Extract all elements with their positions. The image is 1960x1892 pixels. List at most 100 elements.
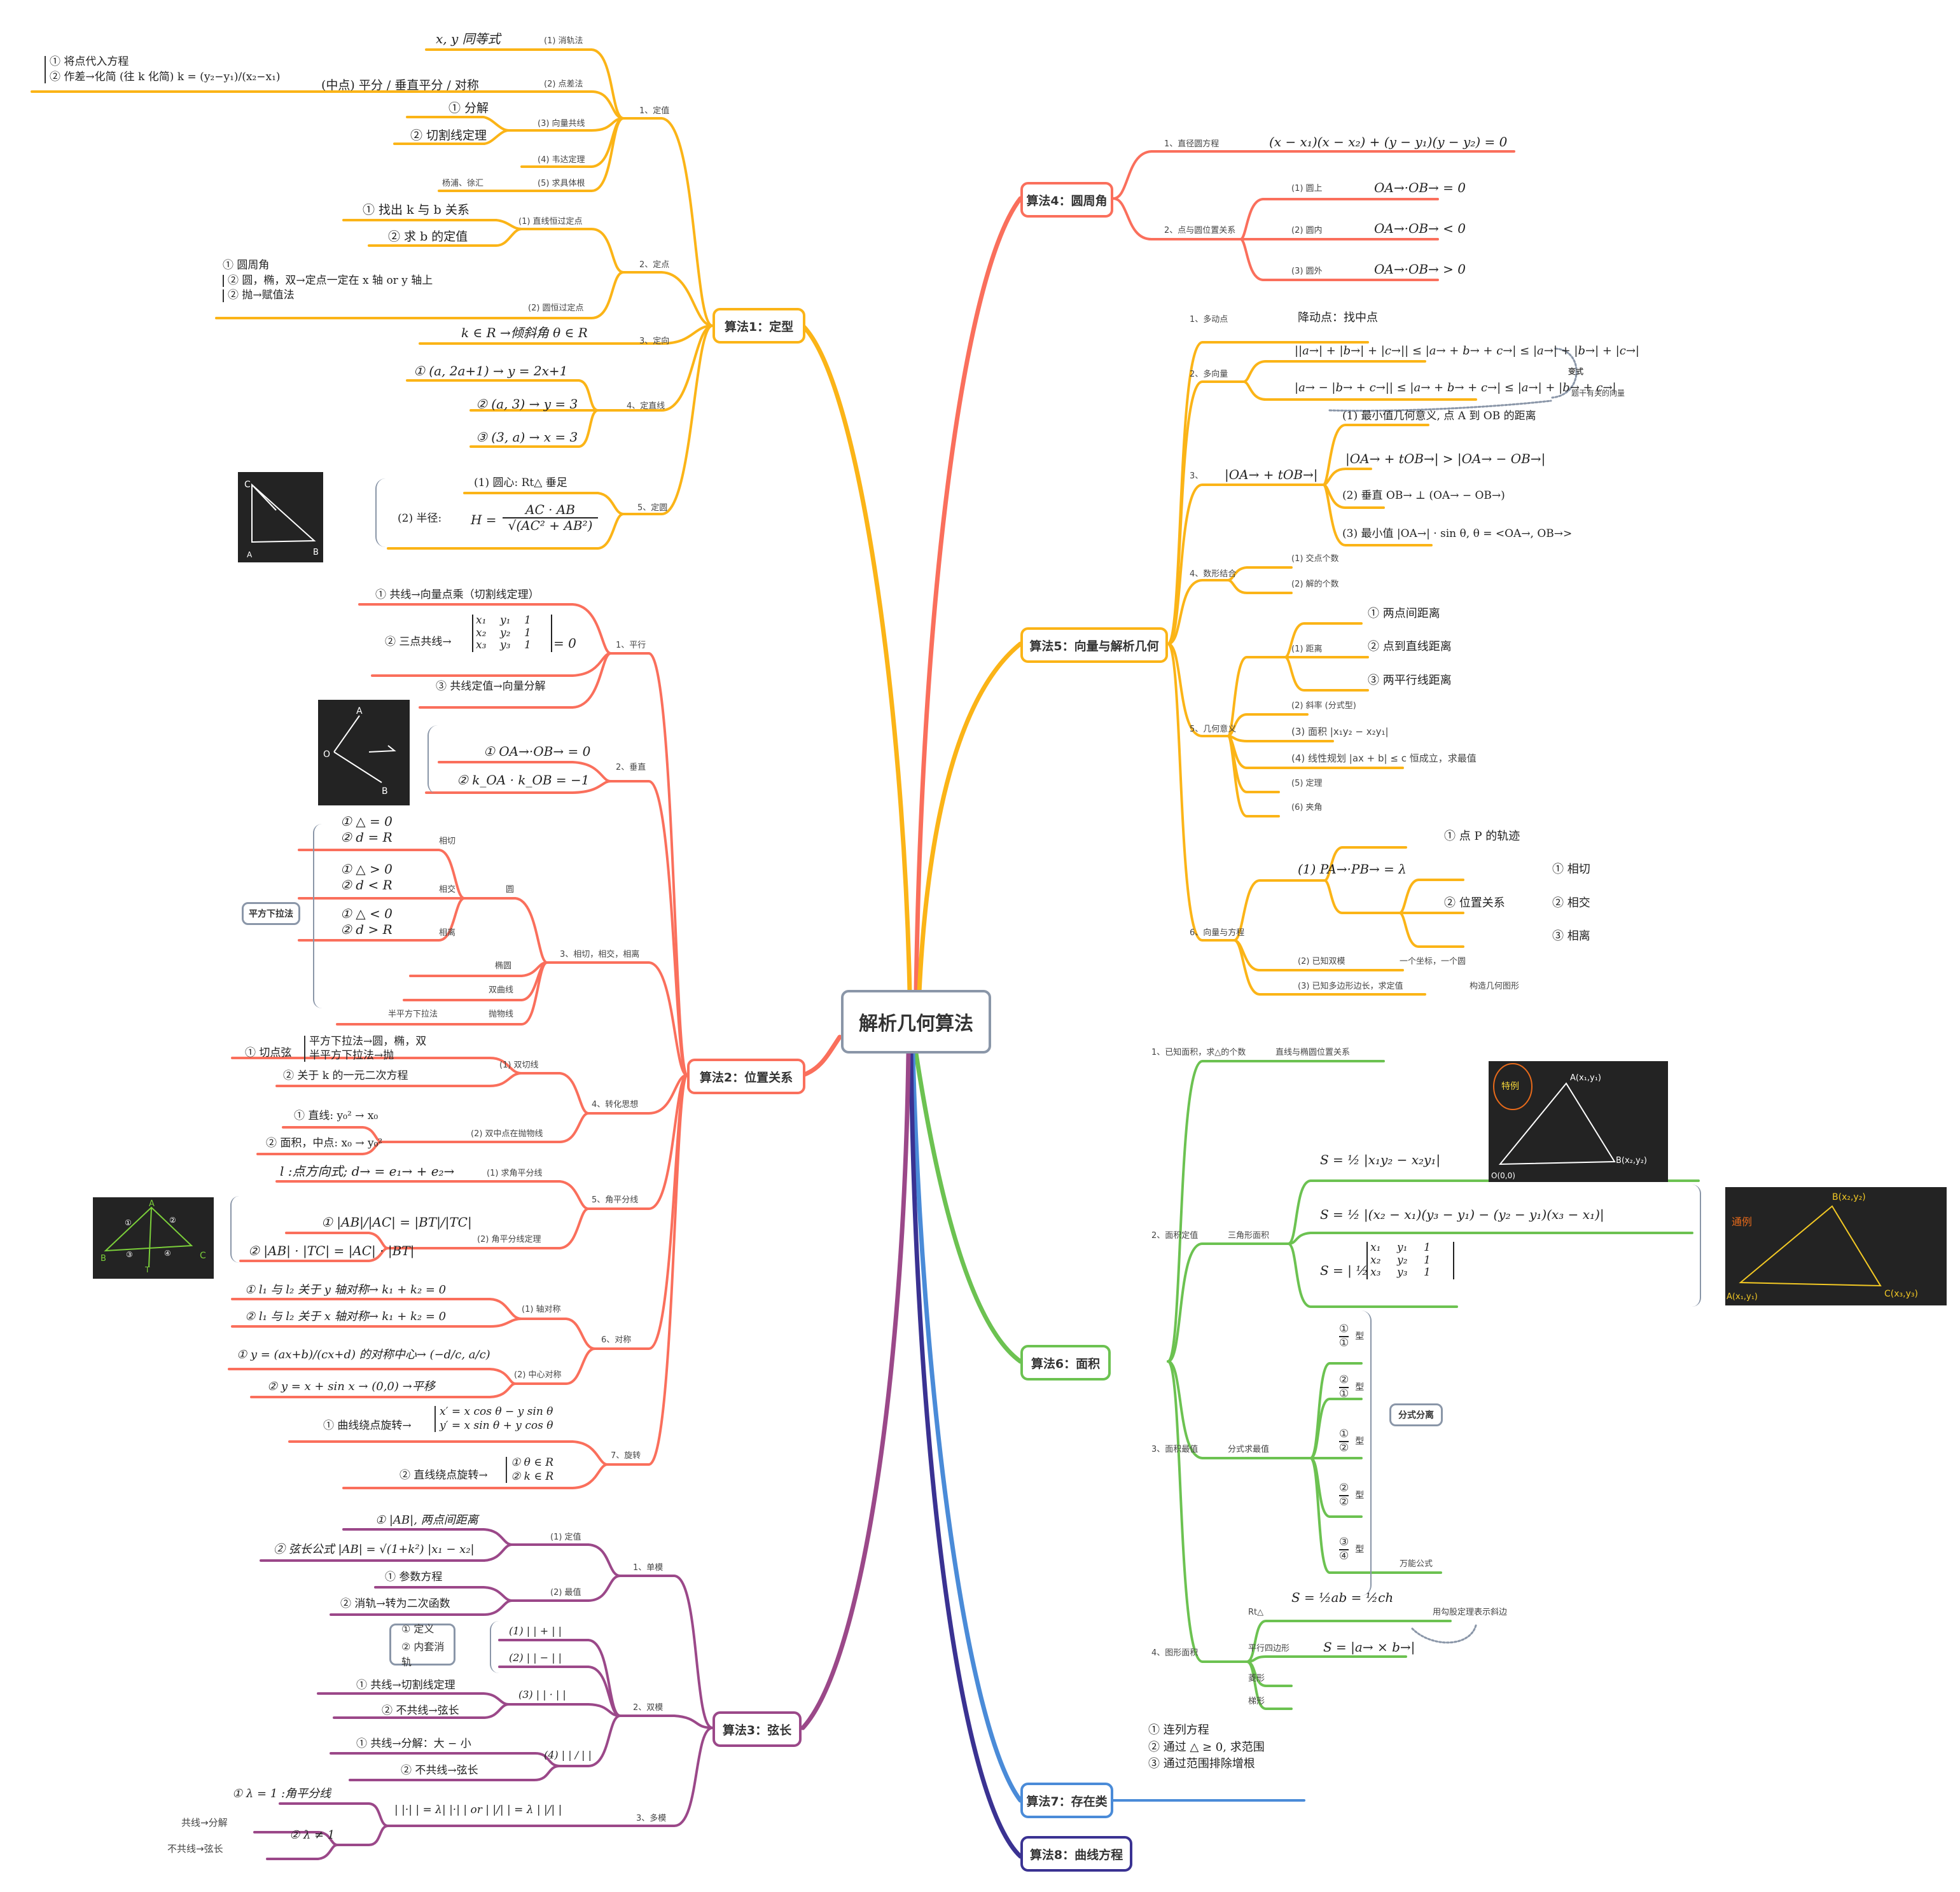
alg5-b2-leaf1[interactable]: ||a→| + |b→| + |c→|| ≤ |a→ + b→ + c→| ≤ … <box>1295 344 1639 358</box>
alg3-b1-label[interactable]: 1、单模 <box>633 1563 664 1573</box>
alg2-b3-circle-label[interactable]: 圆 <box>506 885 515 894</box>
alg2-b1-leaf3[interactable]: ③ 共线定值→向量分解 <box>436 680 546 693</box>
alg5-b3-label-math[interactable]: |OA→ + tOB→| <box>1225 467 1318 482</box>
alg5-b4-label[interactable]: 4、数形结合 <box>1190 569 1237 579</box>
alg3-b2-c3-leaf2[interactable]: ② 不共线→弦长 <box>382 1704 459 1717</box>
alg6-b3-sub[interactable]: 分式求最值 <box>1228 1445 1270 1454</box>
alg2-b6-c2-leaf2[interactable]: ② y = x + sin x → (0,0) →平移 <box>267 1380 435 1393</box>
alg3-b3-leaf2b[interactable]: 不共线→弦长 <box>167 1843 223 1854</box>
alg2-b2-leaf2[interactable]: ② k_OA · k_OB = −1 <box>457 772 590 788</box>
alg5-b6-c1-leaf2[interactable]: ② 位置关系 <box>1444 896 1505 910</box>
main-node-alg4[interactable]: 算法4：圆周角 <box>1020 182 1113 218</box>
alg5-b5-c1-label[interactable]: (1) 距离 <box>1291 644 1323 654</box>
alg5-b5-c4[interactable]: (4) 线性规划 |ax + b| ≤ c 恒成立，求最值 <box>1291 753 1477 764</box>
alg2-b6-c2-leaf1[interactable]: ① y = (ax+b)/(cx+d) 的对称中心→ (−d/c, a/c) <box>237 1348 490 1361</box>
alg2-b4-c1-leaf2[interactable]: ② 关于 k 的一元二次方程 <box>283 1069 408 1082</box>
alg6-b1-leaf[interactable]: 直线与椭圆位置关系 <box>1275 1048 1351 1057</box>
alg2-b3-tangent-label[interactable]: 相切 <box>439 837 456 846</box>
alg2-b3-separate-l2[interactable]: ② d > R <box>340 922 393 937</box>
alg3-b2-side-box[interactable]: ① 定义 ② 内套消轨 <box>389 1623 455 1668</box>
alg2-b7-leaf2-head[interactable]: ② 直线绕点旋转→ <box>400 1469 488 1482</box>
alg3-b2-label[interactable]: 2、双模 <box>633 1703 664 1713</box>
alg1-b2-c1-leaf1[interactable]: ① 找出 k 与 b 关系 <box>363 203 469 217</box>
main-node-alg2[interactable]: 算法2：位置关系 <box>687 1059 805 1094</box>
alg2-b6-c1-label[interactable]: (1) 轴对称 <box>522 1305 561 1314</box>
alg2-b5-c1-leaf[interactable]: l :点方向式; d→ = e₁→ + e₂→ <box>280 1164 455 1179</box>
main-node-alg1[interactable]: 算法1：定型 <box>712 308 805 344</box>
main-node-alg7[interactable]: 算法7：存在类 <box>1020 1783 1113 1818</box>
alg4-b2-c3-leaf[interactable]: OA→·OB→ > 0 <box>1374 261 1466 277</box>
alg2-b3-intersect-l2[interactable]: ② d < R <box>340 877 393 893</box>
alg5-b5-c3[interactable]: (3) 面积 |x₁y₂ − x₂y₁| <box>1291 726 1389 737</box>
alg3-b3-leaf2[interactable]: ② λ ≠ 1 <box>289 1828 335 1842</box>
alg5-b6-c3-label[interactable]: (3) 已知多边形边长，求定值 <box>1298 982 1403 991</box>
alg2-b2-leaf1[interactable]: ① OA→·OB→ = 0 <box>483 744 591 759</box>
alg2-b5-c1-label[interactable]: (1) 求角平分线 <box>487 1169 543 1178</box>
alg5-b6-label[interactable]: 6、向量与方程 <box>1190 928 1245 938</box>
alg5-b3-c1b[interactable]: |OA→ + tOB→| > |OA→ − OB→| <box>1345 451 1546 466</box>
alg5-b5-c2[interactable]: (2) 斜率 (分式型) <box>1291 701 1356 711</box>
alg5-b6-c2-leaf[interactable]: 一个坐标，一个圆 <box>1400 957 1466 966</box>
alg7-line2[interactable]: ② 通过 △ ≥ 0, 求范围 <box>1148 1740 1265 1754</box>
alg2-b3-intersect-label[interactable]: 相交 <box>439 885 456 894</box>
alg5-b6-c2-label[interactable]: (2) 已知双模 <box>1298 957 1345 966</box>
alg3-b1-c1-leaf2[interactable]: ② 弦长公式 |AB| = √(1+k²) |x₁ − x₂| <box>274 1543 475 1556</box>
alg1-b3-label[interactable]: 3、定向 <box>639 337 670 346</box>
alg5-b1-leaf[interactable]: 降动点：找中点 <box>1298 311 1378 324</box>
alg2-b4-c2-leaf2[interactable]: ② 面积，中点: x₀ → y₀² <box>266 1137 383 1150</box>
alg2-b4-c1-label[interactable]: (1) 双切线 <box>499 1061 539 1070</box>
alg2-b4-c2-label[interactable]: (2) 双中点在抛物线 <box>471 1129 543 1139</box>
alg2-b3-ellipse[interactable]: 椭圆 <box>495 961 512 971</box>
alg3-b2-c3-leaf1[interactable]: ① 共线→切割线定理 <box>356 1679 455 1692</box>
alg2-b6-label[interactable]: 6、对称 <box>601 1335 632 1345</box>
alg3-b3-leaf2a[interactable]: 共线→分解 <box>181 1817 228 1828</box>
alg1-b5-leaf2-label[interactable]: (2) 半径: <box>398 512 442 525</box>
alg4-b2-c1-label[interactable]: (1) 圆上 <box>1291 184 1323 193</box>
alg5-b6-c1-label[interactable]: (1) PA→·PB→ = λ <box>1298 861 1407 877</box>
alg1-b1-c3-leaf2[interactable]: ② 切割线定理 <box>410 129 487 143</box>
alg2-b5-c2-leaf2[interactable]: ② |AB| · |TC| = |AC| · |BT| <box>248 1243 415 1258</box>
alg3-b2-c4-leaf1[interactable]: ① 共线→分解：大 − 小 <box>356 1737 471 1750</box>
alg5-b5-c1-leaf3[interactable]: ③ 两平行线距离 <box>1368 674 1452 687</box>
alg2-b3-tangent-l2[interactable]: ② d = R <box>340 830 393 845</box>
alg5-b6-c1-leaf2c[interactable]: ③ 相离 <box>1552 929 1590 943</box>
alg6-b4-c2-leaf[interactable]: S = |a→ × b→| <box>1323 1639 1415 1655</box>
alg3-b1-c2-label[interactable]: (2) 最值 <box>550 1588 581 1597</box>
alg4-b2-c1-leaf[interactable]: OA→·OB→ = 0 <box>1374 180 1466 195</box>
alg1-b4-label[interactable]: 4、定直线 <box>627 401 665 411</box>
alg6-b1-label[interactable]: 1、已知面积，求△的个数 <box>1151 1048 1246 1057</box>
alg2-b3-separate-label[interactable]: 相离 <box>439 928 456 938</box>
alg4-b1-label[interactable]: 1、直径圆方程 <box>1164 139 1220 149</box>
alg3-b1-c1-label[interactable]: (1) 定值 <box>550 1533 581 1542</box>
alg2-b6-c2-label[interactable]: (2) 中心对称 <box>514 1370 562 1380</box>
alg6-b4-c4-label[interactable]: 梯形 <box>1248 1697 1265 1706</box>
alg4-b2-c3-label[interactable]: (3) 圆外 <box>1291 267 1323 276</box>
alg5-b2-leaf2[interactable]: |a→ − |b→ + c→|| ≤ |a→ + b→ + c→| ≤ |a→|… <box>1295 381 1616 394</box>
alg1-b4-leaf1[interactable]: ① (a, 2a+1) → y = 2x+1 <box>414 363 568 379</box>
main-node-alg5[interactable]: 算法5：向量与解析几何 <box>1020 627 1168 663</box>
alg1-b1-c1-leaf[interactable]: x, y 同等式 <box>436 31 501 46</box>
alg2-b5-c2-leaf1[interactable]: ① |AB|/|AC| = |BT|/|TC| <box>321 1214 472 1230</box>
alg1-b1-c1-label[interactable]: (1) 消轨法 <box>544 36 583 46</box>
alg1-b1-label[interactable]: 1、定值 <box>639 106 670 116</box>
alg2-b7-label[interactable]: 7、旋转 <box>611 1451 641 1461</box>
alg3-b3-label[interactable]: 3、多模 <box>636 1814 667 1823</box>
alg2-b4-c2-leaf1[interactable]: ① 直线: y₀² → x₀ <box>294 1109 379 1122</box>
alg3-b2-c4-label[interactable]: (4) | | / | | <box>544 1749 592 1761</box>
alg1-b2-c1-leaf2[interactable]: ② 求 b 的定值 <box>388 230 468 244</box>
alg5-b3-c2[interactable]: (2) 垂直 OB→ ⊥ (OA→ − OB→) <box>1342 489 1505 502</box>
alg1-b2-label[interactable]: 2、定点 <box>639 260 670 270</box>
alg7-line1[interactable]: ① 连列方程 <box>1148 1723 1209 1737</box>
alg4-b2-c2-leaf[interactable]: OA→·OB→ < 0 <box>1374 221 1466 236</box>
alg6-b3-label[interactable]: 3、面积最值 <box>1151 1445 1199 1454</box>
alg2-b3-label[interactable]: 3、相切，相交，相离 <box>560 950 640 959</box>
alg2-b5-c2-label[interactable]: (2) 角平分线定理 <box>477 1235 541 1244</box>
alg6-b2-leaf2[interactable]: S = ½ |(x₂ − x₁)(y₃ − y₁) − (y₂ − y₁)(x₃… <box>1320 1207 1604 1222</box>
alg2-b3-side-box[interactable]: 平方下拉法 <box>242 902 300 925</box>
alg5-b5-label[interactable]: 5、几何意义 <box>1190 725 1237 734</box>
alg6-b4-c3-label[interactable]: 菱形 <box>1248 1674 1265 1683</box>
alg3-b3-formula[interactable]: | |·| | = λ| |·| | or | |/| | = λ | |/| … <box>394 1804 562 1816</box>
alg1-b1-c2-leaf[interactable]: (中点) 平分 / 垂直平分 / 对称 <box>321 78 479 92</box>
alg5-b3-label[interactable]: 3、 <box>1190 471 1204 481</box>
